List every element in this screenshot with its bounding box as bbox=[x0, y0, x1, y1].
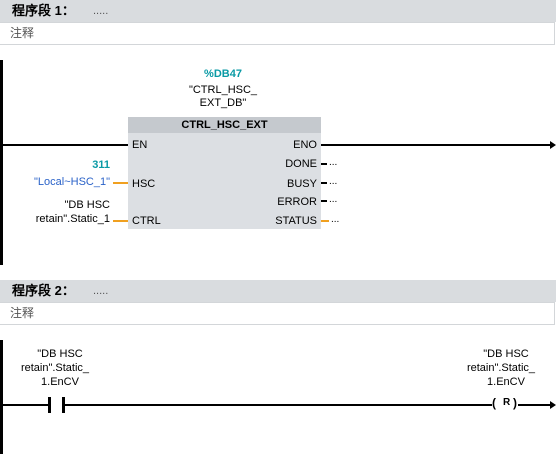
error-stub bbox=[321, 200, 327, 202]
coil-symbol: R bbox=[503, 397, 511, 408]
network-2-title: 程序段 2： bbox=[12, 283, 75, 298]
pin-hsc: HSC bbox=[132, 178, 156, 190]
left-power-rail-1 bbox=[0, 60, 3, 265]
coil-left-paren-icon: ( bbox=[492, 396, 496, 410]
contact-left-wire bbox=[0, 404, 48, 406]
network-2-description[interactable]: ..... bbox=[93, 285, 109, 297]
ctrl-tag-line1[interactable]: "DB HSC bbox=[64, 199, 110, 211]
network-1-header[interactable]: 程序段 1： ..... bbox=[0, 0, 556, 22]
pin-ctrl: CTRL bbox=[132, 215, 161, 227]
coil-right-paren-icon: ) bbox=[513, 396, 517, 410]
network-2-comment[interactable]: 注释 bbox=[0, 302, 555, 325]
pin-eno: ENO bbox=[293, 139, 317, 151]
done-stub bbox=[321, 163, 327, 165]
coil-tag-line2[interactable]: retain".Static_ bbox=[466, 362, 536, 374]
pin-busy: BUSY bbox=[287, 178, 317, 190]
arrow-right-icon bbox=[550, 141, 556, 149]
ctrl-tag-line2[interactable]: retain".Static_1 bbox=[35, 213, 110, 225]
network-1-description[interactable]: ..... bbox=[93, 5, 109, 17]
hsc-tag[interactable]: "Local~HSC_1" bbox=[34, 176, 110, 188]
block-title: CTRL_HSC_EXT bbox=[128, 117, 321, 133]
busy-open[interactable]: ... bbox=[329, 176, 338, 187]
network-1-comment[interactable]: 注释 bbox=[0, 22, 555, 45]
coil-tag-line1[interactable]: "DB HSC bbox=[483, 348, 529, 360]
hsc-value[interactable]: 311 bbox=[92, 159, 110, 171]
contact-tag-line2[interactable]: retain".Static_ bbox=[20, 362, 90, 374]
coil-right-wire bbox=[518, 404, 550, 406]
network-1-comment-text: 注释 bbox=[10, 26, 35, 40]
instance-db-name-line1[interactable]: "CTRL_HSC_ bbox=[188, 84, 258, 96]
instance-db-number[interactable]: %DB47 bbox=[204, 68, 242, 80]
contact-tag-line1[interactable]: "DB HSC bbox=[37, 348, 83, 360]
hsc-wire bbox=[113, 182, 128, 184]
network-2-comment-text: 注释 bbox=[10, 306, 35, 320]
busy-stub bbox=[321, 182, 327, 184]
pin-done: DONE bbox=[285, 158, 317, 170]
status-open[interactable]: ... bbox=[331, 214, 340, 225]
pin-status: STATUS bbox=[275, 215, 317, 227]
contact-tag-line3[interactable]: 1.EnCV bbox=[41, 376, 79, 388]
done-open[interactable]: ... bbox=[329, 157, 338, 168]
contact-right-bar[interactable] bbox=[62, 397, 65, 413]
instance-db-name-line2[interactable]: EXT_DB" bbox=[199, 97, 247, 109]
ctrl-hsc-ext-block[interactable]: CTRL_HSC_EXT EN HSC CTRL ENO DONE BUSY E… bbox=[128, 117, 321, 229]
ctrl-wire bbox=[113, 220, 128, 222]
network-2-header[interactable]: 程序段 2： ..... bbox=[0, 280, 556, 302]
arrow-right-icon bbox=[550, 401, 556, 409]
pin-error: ERROR bbox=[277, 196, 317, 208]
rung-wire bbox=[65, 404, 492, 406]
error-open[interactable]: ... bbox=[329, 194, 338, 205]
pin-en: EN bbox=[132, 139, 148, 151]
contact-left-bar[interactable] bbox=[48, 397, 51, 413]
en-wire bbox=[0, 144, 128, 146]
eno-wire bbox=[321, 144, 553, 146]
coil-tag-line3[interactable]: 1.EnCV bbox=[487, 376, 525, 388]
status-stub bbox=[321, 220, 329, 222]
network-1-title: 程序段 1： bbox=[12, 3, 75, 18]
left-power-rail-2 bbox=[0, 340, 3, 454]
